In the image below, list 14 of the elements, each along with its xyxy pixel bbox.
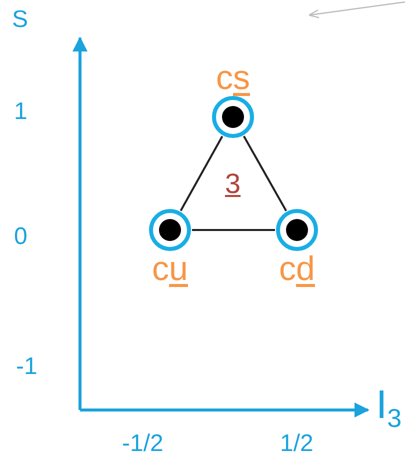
triangle-edge [192,229,275,231]
multiplet-label: 3 [225,170,241,198]
quark-label: cu [152,252,188,286]
quark-label: cd [279,252,315,286]
quark-label: cs [216,61,250,95]
triangle-edge [180,136,224,212]
tick-label: 1/2 [280,432,314,456]
tick-label: -1/2 [122,432,164,456]
triangle-edge [242,136,288,212]
tick-label: 1 [14,100,28,124]
axis-label: S [12,8,28,32]
tick-label: 0 [14,225,28,249]
axis-label: I$_{3}$ [376,385,402,431]
tick-label: -1 [16,355,38,379]
